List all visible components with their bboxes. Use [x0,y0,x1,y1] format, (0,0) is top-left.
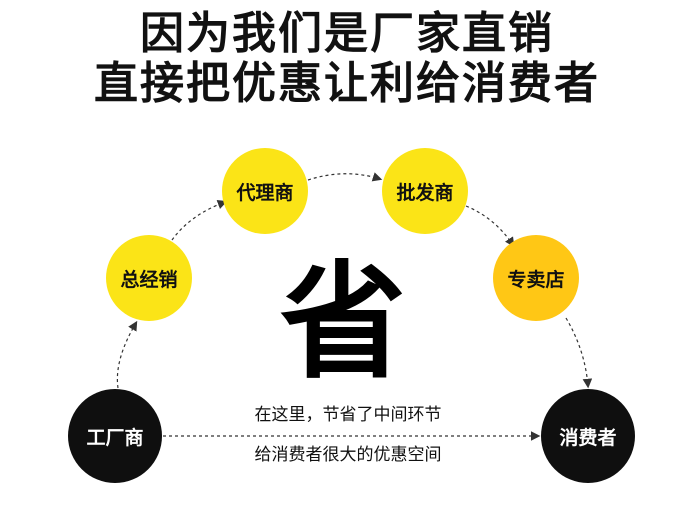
headline-line-2: 直接把优惠让利给消费者 [94,58,600,109]
node-consumer: 消费者 [541,389,635,483]
headline-line-1: 因为我们是厂家直销 [140,8,554,59]
arrow-store-to-consumer [565,317,593,389]
node-agent-label: 代理商 [236,181,294,204]
node-wholesaler: 批发商 [382,148,468,234]
arrow-factory-to-general [116,320,138,389]
note-line-1: 在这里，节省了中间环节 [254,405,442,425]
node-factory: 工厂商 [68,389,162,483]
node-specialty-store-label: 专卖店 [507,268,565,291]
node-specialty-store: 专卖店 [493,235,579,321]
center-save-character: 省 [280,249,406,396]
node-general-distributor-label: 总经销 [120,268,178,291]
node-agent: 代理商 [222,148,308,234]
arrow-general-to-agent [171,200,228,241]
node-consumer-label: 消费者 [559,426,617,449]
node-factory-label: 工厂商 [86,426,144,449]
node-general-distributor: 总经销 [106,235,192,321]
node-wholesaler-label: 批发商 [396,181,454,204]
arrow-wholesaler-to-store [465,205,515,247]
arrow-agent-to-wholesaler [307,172,383,182]
note-line-2: 给消费者很大的优惠空间 [254,445,442,465]
